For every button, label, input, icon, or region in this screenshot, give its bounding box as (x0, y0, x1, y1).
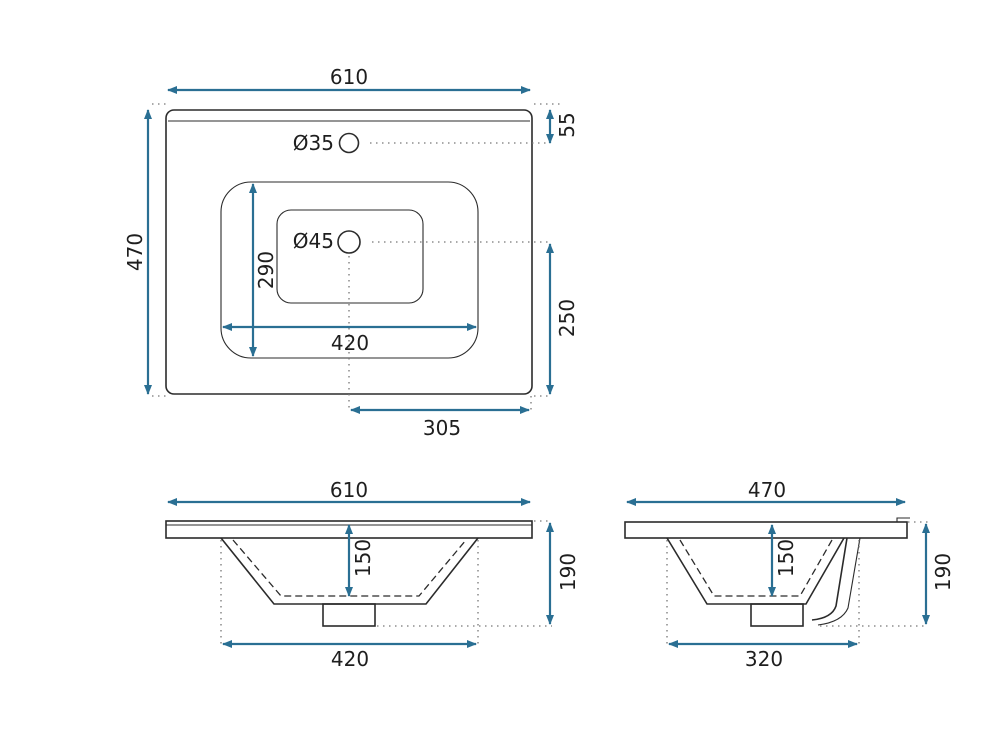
overflow-channel-outer (817, 537, 861, 626)
label-width: 610 (330, 65, 368, 89)
bowl-inner-outline (276, 209, 424, 304)
side-view: 470 150 190 320 (624, 478, 955, 671)
front-view: 610 150 190 420 (165, 478, 580, 671)
overflow-channel (811, 537, 848, 621)
label-drain-back: 250 (555, 299, 579, 337)
label-depth: 470 (748, 478, 786, 502)
drain-hole (337, 230, 361, 254)
tap-hole (338, 132, 360, 154)
label-bowl-depth: 290 (254, 251, 278, 289)
label-bowl-height: 150 (774, 539, 798, 577)
top-view: 610 470 55 Ø35 Ø45 290 420 250 305 (123, 65, 579, 440)
label-overflow: 55 (555, 112, 579, 137)
label-drain-hole: Ø45 (293, 229, 334, 253)
label-total-height: 190 (556, 553, 580, 591)
label-bowl-width: 420 (331, 647, 369, 671)
label-bowl-height: 150 (351, 539, 375, 577)
bowl-inner-dashed-front (232, 539, 467, 597)
bowl-profile-side (666, 537, 845, 605)
countertop-slab-side (624, 521, 908, 539)
drain-waste-side (750, 603, 804, 627)
label-bowl-depth: 320 (745, 647, 783, 671)
label-total-height: 190 (931, 553, 955, 591)
label-width: 610 (330, 478, 368, 502)
back-upstand (896, 517, 910, 522)
label-tap-hole: Ø35 (293, 131, 334, 155)
bowl-inner-dashed-side (679, 539, 833, 597)
drain-waste-front (322, 603, 376, 627)
label-bowl-width: 420 (331, 331, 369, 355)
label-depth: 470 (123, 233, 147, 271)
label-drain-side: 305 (423, 416, 461, 440)
